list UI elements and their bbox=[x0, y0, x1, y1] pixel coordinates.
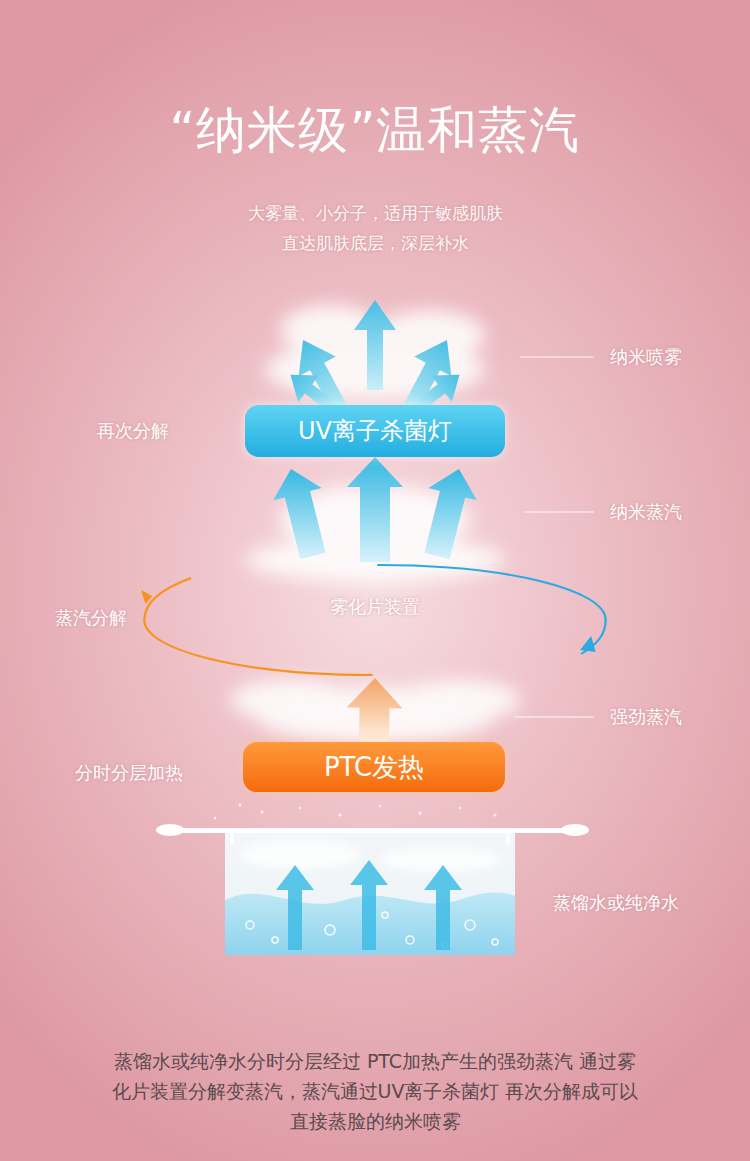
atomizer-ring: 雾化片装置 bbox=[141, 562, 609, 678]
annotation-label: 再次分解 bbox=[97, 419, 169, 443]
ring-outline bbox=[141, 562, 609, 678]
ptc-heater-box: PTC发热 bbox=[243, 742, 505, 792]
fat-arrow bbox=[273, 469, 326, 559]
blue-arrowhead bbox=[580, 636, 596, 652]
caption: 蒸馏水或纯净水分时分层经过 PTC加热产生的强劲蒸汽 通过雾化片装置分解变蒸汽，… bbox=[105, 1046, 645, 1136]
node-text: UV离子杀菌灯 bbox=[298, 415, 452, 447]
flow-arrow bbox=[347, 678, 403, 742]
annotation-label: 大雾量、小分子，适用于敏感肌肤 直达肌肤底层，深层补水 bbox=[242, 198, 507, 258]
node-text: PTC发热 bbox=[324, 750, 424, 785]
annotation-label: 纳米喷雾 bbox=[610, 345, 682, 369]
water-tank bbox=[156, 804, 589, 956]
fat-arrow bbox=[347, 457, 403, 562]
leader-line bbox=[515, 357, 594, 717]
annotation-label: 蒸馏水或纯净水 bbox=[553, 891, 679, 915]
annotation-label: 纳米蒸汽 bbox=[610, 500, 682, 524]
fat-arrow bbox=[424, 469, 477, 559]
orange-arrowhead bbox=[141, 590, 152, 604]
fat-arrow bbox=[347, 678, 403, 742]
annotation-label: 蒸汽分解 bbox=[55, 606, 127, 630]
annotation-label: 强劲蒸汽 bbox=[610, 705, 682, 729]
title: “纳米级”温和蒸汽 bbox=[0, 100, 750, 160]
orange-arc bbox=[144, 578, 372, 675]
flow-arrow bbox=[273, 457, 477, 562]
node-text: 雾化片装置 bbox=[141, 595, 609, 619]
annotation-label: 分时分层加热 bbox=[75, 761, 183, 785]
uv-lamp-box: UV离子杀菌灯 bbox=[245, 405, 505, 457]
